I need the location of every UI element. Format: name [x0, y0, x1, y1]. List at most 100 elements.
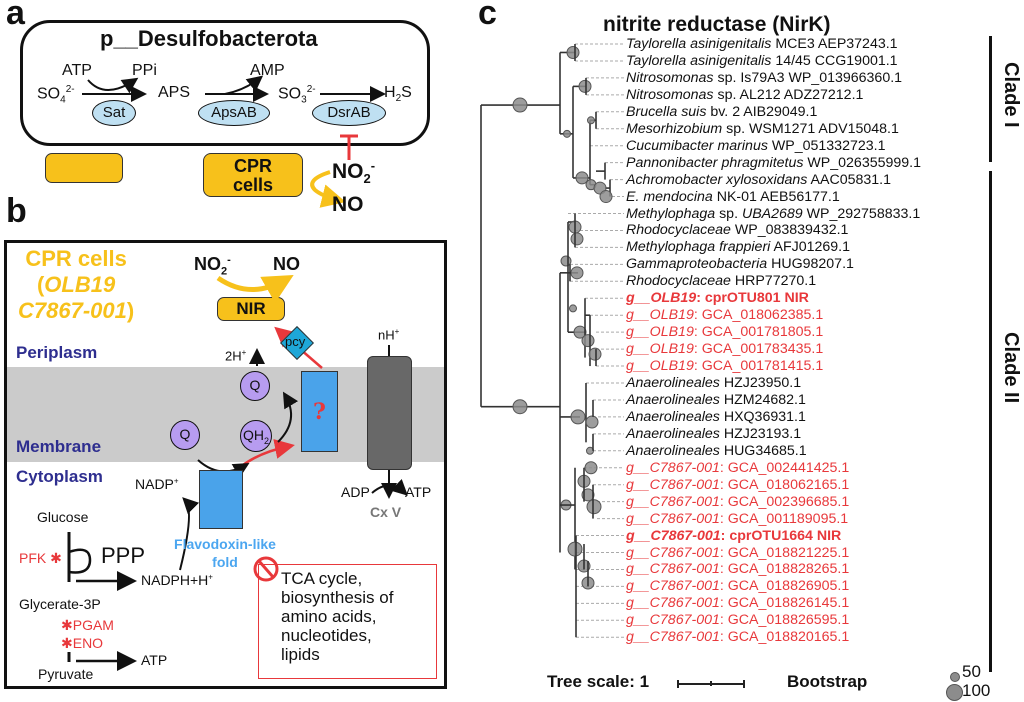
- two-h-text: 2H: [225, 348, 242, 364]
- flavodoxin-line1: Flavodoxin-like: [174, 536, 276, 552]
- leaf-accession: NK-01 AEB56177.1: [712, 188, 840, 205]
- tree-leaf: g__OLB19: GCA_001781805.1: [626, 324, 823, 340]
- leaf-taxon: g__C7867-001: [626, 544, 720, 561]
- apsab-enzyme: ApsAB: [198, 100, 270, 126]
- bootstrap-node: [570, 232, 584, 246]
- tree-leaf: g__OLB19: GCA_018062385.1: [626, 307, 823, 323]
- leaf-accession: : GCA_018062385.1: [693, 307, 824, 324]
- leaf-accession: WP_051332723.1: [767, 137, 886, 154]
- tree-leaf: g__C7867-001: GCA_018826905.1: [626, 578, 849, 594]
- leaf-accession: 14/45 CCG19001.1: [771, 52, 898, 69]
- organism-label: p__Desulfobacterota: [100, 26, 318, 51]
- tree-leaf: Nitrosomonas sp. Is79A3 WP_013966360.1: [626, 70, 902, 86]
- missing-line: TCA cycle,: [281, 569, 363, 588]
- no2-label-a: NO2-: [332, 158, 375, 186]
- no2-sup-b: -: [227, 254, 231, 266]
- leaf-taxon: E. mendocina: [626, 188, 713, 205]
- leaf-taxon: Pannonibacter phragmitetus: [626, 154, 804, 171]
- leaf-accession-2: WP_292758833.1: [802, 205, 921, 222]
- dsrab-enzyme: DsrAB: [312, 100, 386, 126]
- so4-text: SO: [37, 85, 61, 103]
- leaf-accession: sp.: [715, 205, 742, 222]
- clade-1-bar: [989, 36, 992, 162]
- qh2-circle: QH2: [240, 420, 272, 452]
- atp-label-cxv: ATP: [405, 484, 432, 500]
- h2s-label: H2S: [384, 84, 412, 104]
- h2s-sub: 2: [395, 93, 402, 105]
- leaf-taxon: g__C7867-001: [626, 493, 720, 510]
- so3-sub: 3: [301, 94, 307, 106]
- leaf-accession: : GCA_018820165.1: [719, 629, 850, 646]
- adp-label: ADP: [341, 484, 370, 500]
- tree-scale-tick-mid: [710, 681, 712, 686]
- eno-label: ✱ENO: [61, 635, 103, 652]
- leaf-taxon: g__OLB19: [626, 324, 694, 341]
- missing-line: amino acids,: [281, 607, 377, 626]
- leaf-accession: HRP77270.1: [730, 273, 817, 290]
- tree-leaf: g__C7867-001: GCA_001189095.1: [626, 511, 848, 527]
- leaf-taxon: Nitrosomonas: [626, 86, 714, 103]
- panel-b-frame: [4, 240, 447, 689]
- no2-no-arrow: [310, 170, 346, 208]
- leaf-accession: WP_083839432.1: [730, 222, 849, 239]
- leaf-taxon: g__C7867-001: [626, 595, 720, 612]
- olb19-label: OLB19: [44, 272, 116, 297]
- bootstrap-node: [570, 266, 584, 280]
- h2s-tail: S: [401, 84, 412, 101]
- so4-sup: 2-: [65, 84, 75, 95]
- tree-leaf: g__C7867-001: GCA_018820165.1: [626, 629, 849, 645]
- atp-ppi-curve: [87, 77, 139, 94]
- amp-curve: [224, 75, 264, 95]
- leaf-accession: : GCA_018062165.1: [719, 476, 850, 493]
- leaf-taxon: g__OLB19: [626, 358, 694, 375]
- tree-leaf: E. mendocina NK-01 AEB56177.1: [626, 189, 840, 205]
- leaf-accession: HZJ23950.1: [719, 375, 802, 391]
- tree-leaf: Cucumibacter marinus WP_051332723.1: [626, 138, 885, 154]
- sat-enzyme: Sat: [92, 100, 136, 126]
- no2-text-b: NO: [194, 254, 221, 274]
- h2s-text: H: [384, 84, 396, 101]
- leaf-accession: : cprOTU801 NIR: [696, 290, 809, 307]
- leaf-accession: sp. Is79A3 WP_013966360.1: [713, 69, 903, 86]
- qh2-sub: 2: [263, 435, 269, 446]
- pfk-block-icon: ✱: [50, 550, 62, 566]
- bootstrap-label: Bootstrap: [787, 672, 868, 691]
- leaf-taxon: Anaerolineales: [626, 391, 720, 408]
- leaf-taxon: g__C7867-001: [626, 629, 720, 646]
- eno-text: ENO: [72, 635, 104, 651]
- no2-sub-b: 2: [221, 265, 228, 278]
- no-label-b: NO: [273, 254, 300, 274]
- leaf-taxon: g__C7867-001: [626, 578, 720, 595]
- tree-leaf: g__C7867-001: GCA_002396685.1: [626, 494, 849, 510]
- adp-atp-arrow: [371, 478, 408, 496]
- bootstrap-node: [512, 97, 528, 113]
- prohibited-icon-slash: [257, 560, 275, 578]
- panel-c-letter: c: [478, 0, 497, 32]
- bootstrap-legend-large-node: [946, 684, 963, 701]
- nh-label: nH+: [378, 327, 399, 342]
- q-circle-lower: Q: [170, 420, 200, 450]
- tree-leaf: Rhodocyclaceae WP_083839432.1: [626, 222, 848, 238]
- leaf-accession: HZJ23193.1: [719, 425, 802, 442]
- clade-2-label: Clade II: [1000, 332, 1022, 404]
- tree-leaf: g__C7867-001: GCA_018821225.1: [626, 545, 849, 561]
- cytoplasm-label: Cytoplasm: [16, 467, 103, 486]
- cpr-title-line1: CPR cells: [25, 246, 127, 271]
- tree-leaf: Anaerolineales HXQ36931.1: [626, 409, 806, 425]
- atp-label: ATP: [62, 62, 92, 79]
- tree-leaf: Anaerolineales HUG34685.1: [626, 443, 807, 459]
- bootstrap-legend-100: 100: [962, 681, 991, 700]
- nadph-label: NADPH+H+: [141, 572, 213, 588]
- membrane-label: Membrane: [16, 437, 102, 456]
- pfk-label: PFK ✱: [19, 550, 62, 567]
- tree-leaf: Anaerolineales HZJ23193.1: [626, 426, 801, 442]
- bootstrap-node: [599, 190, 613, 204]
- leaf-taxon: Brucella suis: [626, 103, 707, 120]
- ppi-label: PPi: [132, 62, 157, 79]
- tree-leaf: Methylophaga frappieri AFJ01269.1: [626, 239, 850, 255]
- leaf-taxon: g__C7867-001: [626, 476, 720, 493]
- nir-reaction-arrow: [216, 275, 294, 303]
- leaf-accession: HUG34685.1: [719, 442, 807, 459]
- cpr-title-line3: C7867-001): [18, 298, 134, 324]
